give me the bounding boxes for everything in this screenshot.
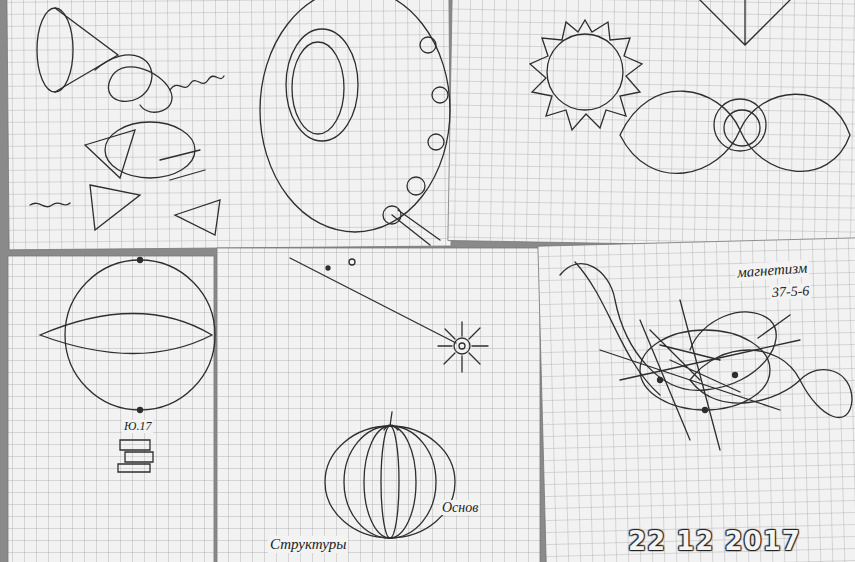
grid-sheet xyxy=(8,256,214,562)
grid-sheet xyxy=(538,238,855,562)
pen-sketch xyxy=(30,203,70,207)
pen-sketch xyxy=(40,314,212,354)
pen-sketch xyxy=(364,426,416,538)
pen-sketch xyxy=(160,150,205,180)
pen-sketch xyxy=(95,55,172,112)
pen-sketch xyxy=(105,122,195,178)
pen-sketch xyxy=(138,258,143,263)
pen-sketch xyxy=(85,130,135,178)
pen-sketch xyxy=(432,87,448,103)
pen-sketch xyxy=(530,20,642,130)
pen-sketch xyxy=(658,378,663,383)
pen-sketch xyxy=(37,8,73,92)
pen-sketch xyxy=(286,29,358,141)
pen-sketch xyxy=(55,8,118,92)
pen-sketch xyxy=(560,264,776,391)
grid-sheet xyxy=(7,0,855,562)
pen-sketch xyxy=(290,258,456,343)
pen-sketch xyxy=(575,262,660,395)
pen-sketch xyxy=(349,259,355,265)
pen-sketch xyxy=(292,42,344,134)
pen-sketch xyxy=(600,300,800,450)
pen-sketch xyxy=(714,99,766,151)
handwritten-note: Ю.17 xyxy=(122,420,153,433)
pen-sketch xyxy=(325,426,455,538)
pen-sketch xyxy=(118,440,153,472)
handwritten-note: Структуры xyxy=(268,536,348,553)
pen-sketch xyxy=(381,426,399,538)
pen-sketch xyxy=(758,315,790,338)
pen-sketch xyxy=(438,322,488,372)
pen-sketch xyxy=(175,200,220,235)
pen-sketch xyxy=(700,0,790,45)
pen-sketch xyxy=(384,412,398,430)
pen-sketch xyxy=(90,185,140,230)
grid-sheet xyxy=(448,0,855,248)
pen-sketch xyxy=(138,408,143,413)
handwritten-note: 37-5-6 xyxy=(770,283,812,301)
pen-sketch xyxy=(733,373,738,378)
pen-sketch xyxy=(703,408,708,413)
pen-sketch xyxy=(420,37,436,53)
grid-sheet xyxy=(217,248,540,562)
handwritten-note: Основ xyxy=(440,500,480,515)
pen-sketch xyxy=(326,266,330,270)
handwritten-note: магнетизм xyxy=(735,259,810,281)
pen-sketch xyxy=(724,110,760,146)
grid-sheet xyxy=(7,0,451,250)
pen-sketch xyxy=(459,343,465,349)
pen-sketch xyxy=(620,91,850,173)
pen-sketch xyxy=(260,0,450,232)
pen-sketch xyxy=(170,76,224,90)
pen-sketch xyxy=(407,177,425,195)
pen-sketch xyxy=(392,210,440,245)
pen-sketch xyxy=(65,260,215,410)
date-stamp: 22 12 2017 xyxy=(628,526,801,556)
pen-sketch xyxy=(547,34,623,110)
pen-sketch xyxy=(30,0,852,538)
pen-sketch xyxy=(344,426,436,538)
pen-sketch xyxy=(454,338,470,354)
pen-sketch xyxy=(428,134,444,150)
pen-sketch xyxy=(650,330,740,392)
